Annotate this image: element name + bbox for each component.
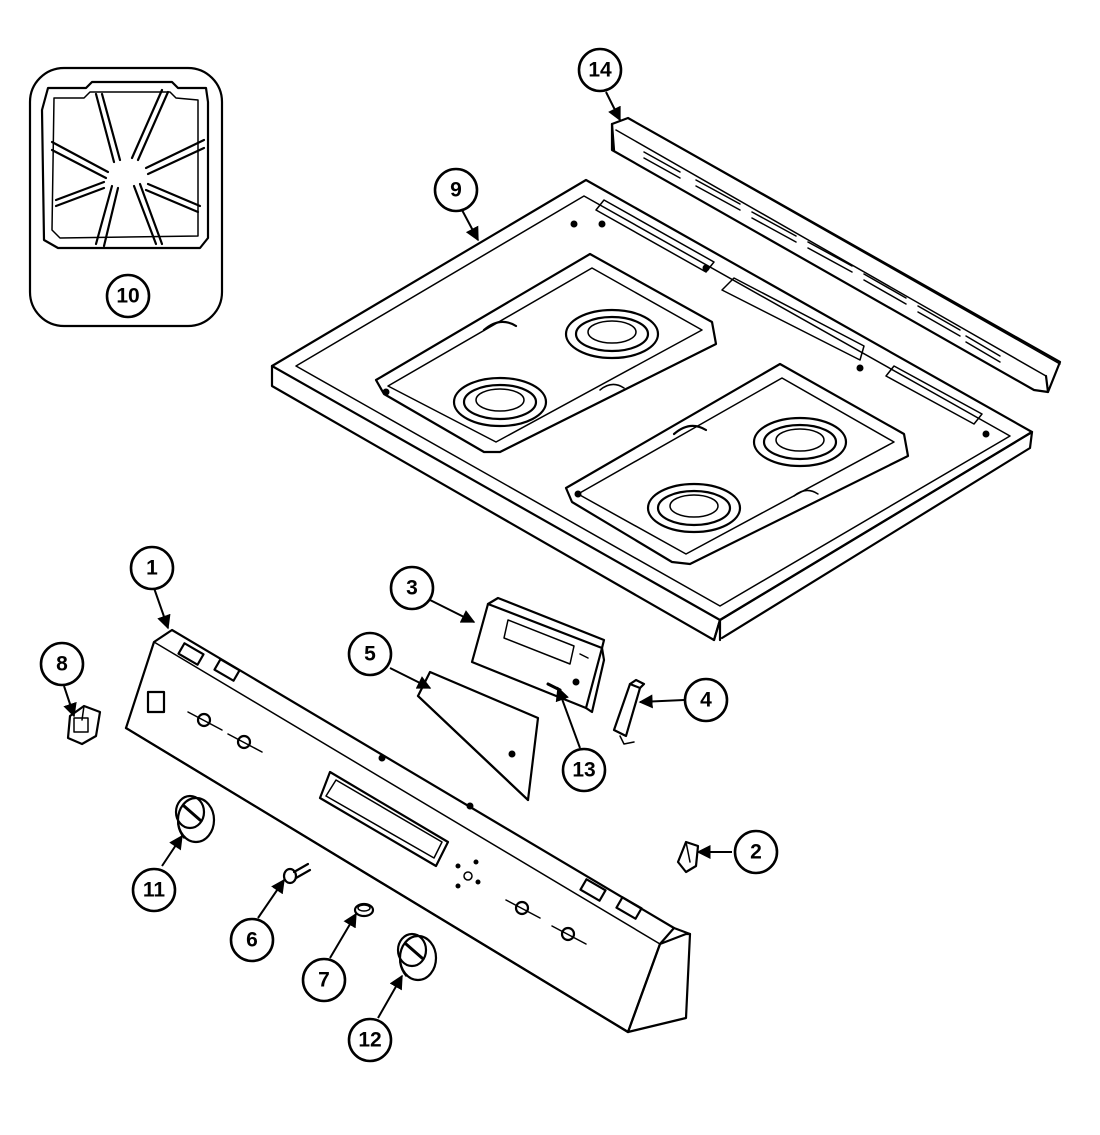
callout-6-label: 6 (246, 929, 258, 952)
control-panel-part (124, 628, 692, 1034)
callout-13: 13 (561, 747, 607, 793)
callout-leaders (63, 91, 732, 1019)
callout-5: 5 (347, 631, 393, 677)
callout-3: 3 (389, 565, 435, 611)
control-knob-part-a (174, 794, 216, 844)
callout-6: 6 (229, 917, 275, 963)
callout-4: 4 (683, 677, 729, 723)
callout-10: 10 (105, 273, 151, 319)
callout-7-label: 7 (318, 969, 330, 992)
callout-12: 12 (347, 1017, 393, 1063)
callout-4-label: 4 (700, 689, 712, 712)
callout-14: 14 (577, 47, 623, 93)
clock-module-part (470, 596, 606, 714)
overlay-plate-part (416, 670, 540, 802)
callout-8-label: 8 (56, 653, 68, 676)
rocker-switch-part (66, 704, 102, 746)
callout-13-label: 13 (572, 759, 595, 782)
callout-14-label: 14 (588, 59, 612, 82)
callout-8: 8 (39, 641, 85, 687)
control-knob-part-b (396, 932, 438, 982)
callout-9-label: 9 (450, 179, 462, 202)
callout-3-label: 3 (406, 577, 418, 600)
callout-2-label: 2 (750, 841, 762, 864)
knob-stem-part (282, 862, 312, 885)
callout-5-label: 5 (364, 643, 376, 666)
cooktop-main-top-part (270, 178, 1034, 642)
callout-2: 2 (733, 829, 779, 875)
callout-12-label: 12 (358, 1029, 381, 1052)
callout-10-label: 10 (116, 285, 139, 308)
mounting-bracket-part (612, 678, 646, 745)
callout-9: 9 (433, 167, 479, 213)
callout-11-label: 11 (143, 879, 166, 902)
callout-11: 11 (131, 867, 177, 913)
callout-1: 1 (129, 545, 175, 591)
callout-7: 7 (301, 957, 347, 1003)
rear-vent-trim-part (610, 116, 1062, 394)
end-cap-part (676, 840, 700, 874)
callout-1-label: 1 (146, 557, 158, 580)
button-cap-part (353, 902, 375, 918)
burner-grate-part (28, 66, 224, 328)
